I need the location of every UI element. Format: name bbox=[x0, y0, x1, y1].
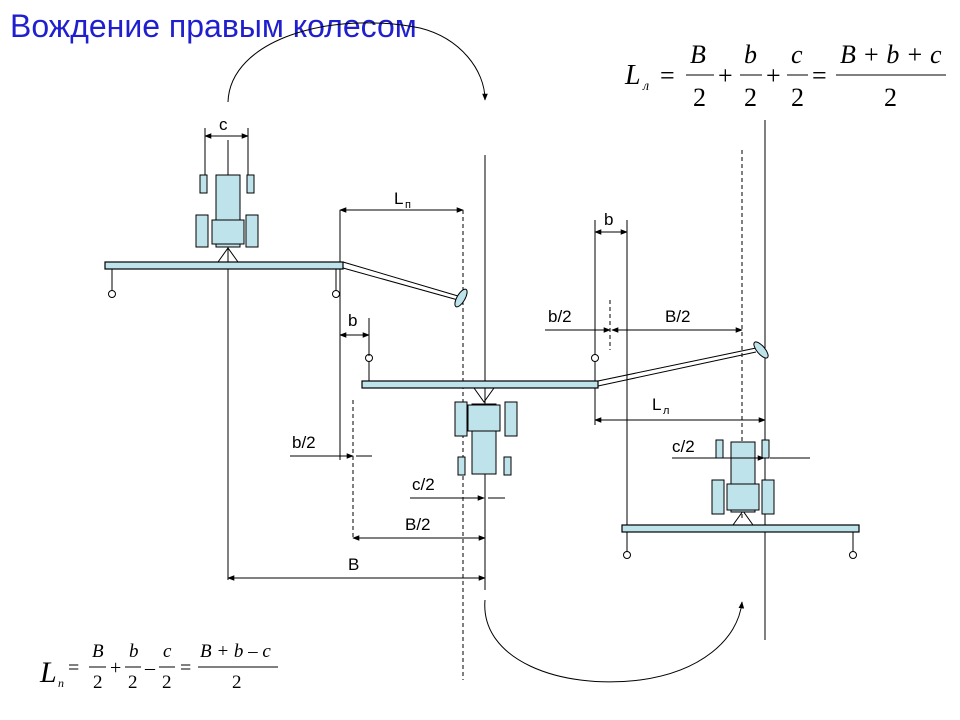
fb-op2: – bbox=[144, 657, 156, 679]
fb-t1-den: 2 bbox=[93, 672, 103, 693]
middle-disc-marker-icon bbox=[753, 341, 769, 359]
bottom-turn-arrow-icon bbox=[484, 599, 745, 683]
formula-bottom: L п = B 2 + b 2 – c 2 = B + b – c 2 bbox=[39, 641, 278, 693]
left-disc-marker-icon bbox=[454, 288, 468, 308]
fb-lhs: L bbox=[39, 656, 57, 689]
ft-t1-num: B bbox=[690, 40, 706, 69]
label-b-half-left: b/2 bbox=[292, 433, 316, 452]
left-tip-2-disc bbox=[332, 290, 340, 298]
fb-op1: + bbox=[110, 657, 121, 679]
ft-eq1: = bbox=[660, 61, 675, 90]
fb-res-num: B + b – c bbox=[200, 641, 271, 662]
right-tip-1-disc bbox=[623, 551, 631, 559]
right-implement-bar bbox=[621, 524, 860, 533]
right-tractor-icon bbox=[711, 439, 775, 515]
label-b-mid: b bbox=[348, 311, 357, 330]
ft-t2-num: b bbox=[744, 40, 757, 69]
ft-op1: + bbox=[718, 61, 733, 90]
fb-t3-den: 2 bbox=[162, 672, 172, 693]
ft-t2-den: 2 bbox=[744, 83, 757, 112]
label-c-half-right: c/2 bbox=[672, 437, 695, 456]
label-c: c bbox=[219, 115, 228, 134]
label-b-half-right: b/2 bbox=[548, 307, 572, 326]
label-L-left-sub: п bbox=[405, 199, 411, 211]
fb-res-den: 2 bbox=[232, 672, 242, 693]
label-c-half-left: c/2 bbox=[412, 475, 435, 494]
label-L-right-sub: л bbox=[663, 405, 669, 417]
middle-tractor-icon bbox=[454, 401, 518, 476]
ft-op2: + bbox=[766, 61, 781, 90]
ft-lhs: L bbox=[624, 60, 641, 91]
ft-res-num: B + b + c bbox=[840, 40, 942, 69]
label-B-half-right: B/2 bbox=[665, 307, 691, 326]
ft-t3-den: 2 bbox=[791, 83, 804, 112]
fb-lhs-sub: п bbox=[58, 676, 64, 690]
ft-t1-den: 2 bbox=[693, 83, 706, 112]
left-hitch bbox=[217, 247, 239, 263]
fb-t1-num: B bbox=[92, 641, 104, 662]
left-unit: c L п bbox=[104, 115, 468, 308]
formula-top: L л = B 2 + b 2 + c 2 = B + b + c 2 bbox=[624, 40, 946, 112]
page-title: Вождение правым колесом bbox=[10, 8, 417, 44]
ft-res-den: 2 bbox=[884, 83, 897, 112]
label-L-right: L bbox=[652, 395, 661, 414]
middle-implement-bar bbox=[361, 380, 599, 389]
fb-t2-den: 2 bbox=[128, 672, 138, 693]
fb-t3-num: c bbox=[163, 641, 172, 662]
left-marker-arm bbox=[342, 261, 459, 301]
ft-lhs-sub: л bbox=[642, 79, 649, 94]
left-tractor-icon bbox=[195, 174, 259, 248]
middle-hitch bbox=[473, 387, 495, 403]
right-tip-2-disc bbox=[849, 551, 857, 559]
ft-t3-num: c bbox=[791, 40, 803, 69]
top-turn-arrow-icon bbox=[227, 22, 488, 103]
label-B-half-left: B/2 bbox=[405, 515, 431, 534]
ft-eq2: = bbox=[812, 61, 827, 90]
middle-tip-2-disc bbox=[591, 354, 599, 362]
left-implement-bar bbox=[104, 261, 344, 270]
fb-eq1: = bbox=[68, 657, 79, 679]
fb-eq2: = bbox=[180, 657, 191, 679]
fb-t2-num: b bbox=[129, 641, 139, 662]
left-tip-1-disc bbox=[108, 290, 116, 298]
label-L-left: L bbox=[394, 189, 403, 208]
right-hitch bbox=[732, 510, 754, 526]
right-unit bbox=[621, 439, 860, 559]
label-B: B bbox=[348, 555, 359, 574]
middle-unit bbox=[361, 341, 769, 476]
label-b-top: b bbox=[604, 210, 613, 229]
middle-marker-arm bbox=[597, 347, 757, 387]
